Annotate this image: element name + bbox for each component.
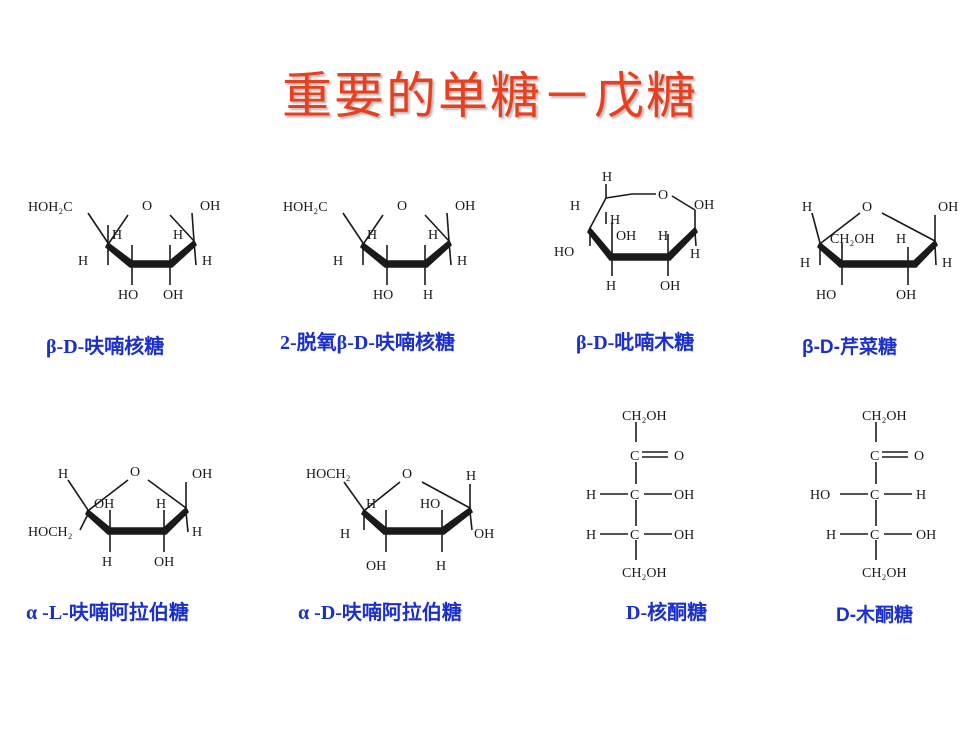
label-ring-o: O [658, 188, 668, 203]
label-c4-h: H [802, 200, 812, 215]
label-c2: C [870, 449, 879, 464]
label-c3-bottom: H [102, 555, 112, 570]
label-c3-l: H [586, 488, 596, 503]
label-c2-h: HO [554, 245, 574, 260]
label-c5-h-top: H [602, 170, 612, 185]
label-c1-low: H [192, 525, 202, 540]
label-c2-ho: HO [420, 497, 440, 512]
structure-d-xylulose: CH₂OH C O HO C H H C OH CH₂OH [810, 409, 936, 581]
label-c4-low: H [800, 256, 810, 271]
label-c3-up: H [112, 228, 122, 243]
label-c2-bottom: H [423, 288, 433, 303]
caption-beta-d-ribofuranose: β-D-呋喃核糖 [46, 336, 165, 358]
label-c3-oh: OH [94, 497, 114, 512]
label-c4: C [630, 528, 639, 543]
label-c5: HOH₂C [28, 200, 73, 215]
label-c3: C [870, 488, 879, 503]
label-c4-h: H [58, 467, 68, 482]
label-c3-r: H [916, 488, 926, 503]
label-c1: CH₂OH [622, 409, 667, 424]
caption-beta-d-xylopyranose: β-D-吡喃木糖 [576, 332, 695, 354]
structure-beta-d-apiose: H O OH CH₂OH H H H HO OH [800, 200, 958, 303]
label-c4-low: H [78, 254, 88, 269]
slide-title: 重要的单糖－戊糖 [282, 67, 698, 125]
label-c4-r: OH [674, 528, 694, 543]
label-c4-h: H [366, 497, 376, 512]
label-c2-up: H [173, 228, 183, 243]
caption-d-ribulose: D-核酮糖 [626, 602, 708, 624]
label-c2-bottom: OH [163, 288, 183, 303]
label-c2-bottom: H [436, 559, 446, 574]
label-c5: HOCH₂ [28, 525, 73, 540]
label-c3-r: OH [674, 488, 694, 503]
label-c5: CH₂OH [622, 566, 667, 581]
label-c3-l: HO [810, 488, 830, 503]
label-c1-top: OH [938, 200, 958, 215]
label-c3-bottom: OH [366, 559, 386, 574]
label-c5-h-left: H [570, 199, 580, 214]
label-c3: C [630, 488, 639, 503]
label-ring-o: O [130, 465, 140, 480]
caption-2-deoxy-beta-d-ribofuranose: 2-脱氧β-D-呋喃核糖 [280, 332, 455, 354]
label-c3-bottom: HO [118, 288, 138, 303]
label-c4-l: H [826, 528, 836, 543]
label-c1-top: OH [455, 199, 475, 214]
label-c4-l: H [586, 528, 596, 543]
label-c1: CH₂OH [862, 409, 907, 424]
label-c2-o: O [674, 449, 684, 464]
label-c5: HOCH₂ [306, 467, 351, 482]
structure-d-ribulose: CH₂OH C O H C OH H C OH CH₂OH [586, 409, 694, 581]
structure-alpha-l-arabinofuranose: H O OH OH H HOCH₂ H H OH [28, 465, 212, 570]
caption-d-xylulose: D-木酮糖 [836, 605, 914, 626]
label-c3-h: H [658, 229, 668, 244]
label-c2: C [630, 449, 639, 464]
label-c5: HOH₂C [283, 200, 328, 215]
label-c2-o: O [914, 449, 924, 464]
label-c4: C [870, 528, 879, 543]
label-c2-up: H [428, 228, 438, 243]
label-ring-o: O [397, 199, 407, 214]
label-c4-low: H [340, 527, 350, 542]
label-c2-bottom: OH [660, 279, 680, 294]
label-c1-low: H [202, 254, 212, 269]
label-c1-top: OH [694, 198, 714, 213]
label-c5: CH₂OH [862, 566, 907, 581]
label-ring-o: O [402, 467, 412, 482]
structure-2-deoxy-beta-d-ribofuranose: HOH₂C O OH H H H H HO H [283, 199, 475, 303]
structure-beta-d-ribofuranose: HOH₂C O OH H H H H HO OH [28, 199, 220, 303]
label-c3-bottom: HO [816, 288, 836, 303]
label-c2-up: H [896, 232, 906, 247]
label-c1-low: H [942, 256, 952, 271]
caption-alpha-l-arabinofuranose: α -L-呋喃阿拉伯糖 [26, 602, 189, 624]
structure-alpha-d-arabinofuranose: HOCH₂ O H H HO H OH OH H [306, 467, 494, 574]
label-c2-bottom: OH [154, 555, 174, 570]
label-c3-bottom: H [606, 279, 616, 294]
caption-alpha-d-arabinofuranose: α -D-呋喃阿拉伯糖 [298, 602, 462, 624]
label-ring-o: O [142, 199, 152, 214]
label-c4-h: H [610, 213, 620, 228]
label-c3-bottom: HO [373, 288, 393, 303]
label-c4-r: OH [916, 528, 936, 543]
label-c1-top: H [466, 469, 476, 484]
label-c2-bottom: OH [896, 288, 916, 303]
label-c3-up: H [367, 228, 377, 243]
label-c3-sub: CH₂OH [830, 232, 875, 247]
label-c1-low: OH [474, 527, 494, 542]
caption-beta-d-apiose: β-D-芹菜糖 [802, 337, 897, 358]
label-c4-low: H [333, 254, 343, 269]
label-c1-top: OH [192, 467, 212, 482]
structure-beta-d-xylopyranose: H O OH H H OH H H HO H OH [554, 170, 714, 294]
label-c1-low: H [457, 254, 467, 269]
label-c1-low: H [690, 247, 700, 262]
label-c1-top: OH [200, 199, 220, 214]
label-ring-o: O [862, 200, 872, 215]
label-c4-oh: OH [616, 229, 636, 244]
label-c2-up: H [156, 497, 166, 512]
